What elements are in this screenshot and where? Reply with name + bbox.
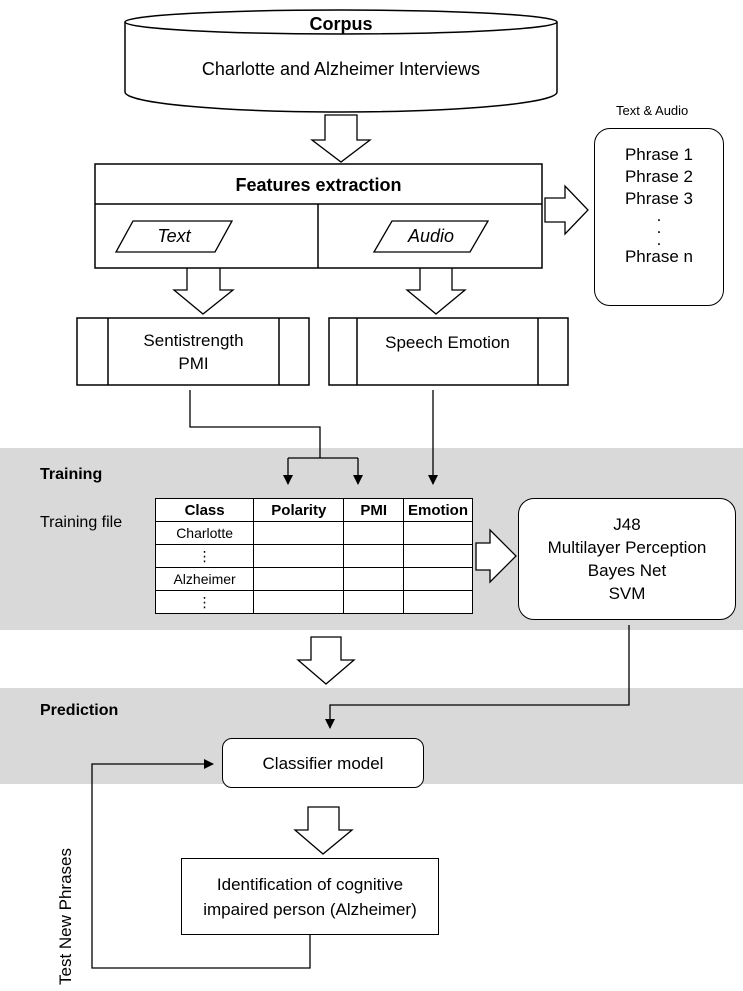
block-arrow-model-down xyxy=(293,806,354,855)
training-label: Training xyxy=(40,466,103,483)
classifier-model-label: Classifier model xyxy=(262,753,384,773)
audio-parallelogram xyxy=(372,220,490,253)
block-arrow-right-phrases xyxy=(544,184,589,236)
classifier-multilayer: Multilayer Perception xyxy=(547,538,707,557)
row-class-charlotte: Charlotte xyxy=(154,521,255,545)
identification-line-2: impaired person (Alzheimer) xyxy=(203,899,417,919)
table-header-row: Class Polarity PMI Emotion xyxy=(154,498,473,522)
col-polarity: Polarity xyxy=(253,498,345,522)
phrase-n: Phrase n xyxy=(624,247,694,266)
identification-box: Identification of cognitive impaired per… xyxy=(181,858,439,935)
block-arrow-audio-down xyxy=(405,266,467,315)
table-row: Alzheimer xyxy=(154,567,473,591)
row-class-ellipsis-1: ⋮ xyxy=(154,544,255,568)
speech-emotion-box xyxy=(328,317,569,386)
classifier-j48: J48 xyxy=(613,515,641,534)
phrase-dot-1: . xyxy=(656,206,662,225)
text-parallelogram xyxy=(114,220,234,253)
connector-sentistrength xyxy=(189,390,321,458)
connector-classifiers-model xyxy=(325,625,630,729)
pmi-label: PMI xyxy=(178,354,209,373)
classifier-svm: SVM xyxy=(608,584,646,603)
corpus-subtitle: Charlotte and Alzheimer Interviews xyxy=(201,59,481,79)
table-row: ⋮ xyxy=(154,544,473,568)
col-class: Class xyxy=(154,498,255,522)
block-arrow-train-down xyxy=(296,636,356,685)
phrase-dot-2: . xyxy=(656,218,662,237)
classifier-bayes-net: Bayes Net xyxy=(587,561,667,580)
row-class-alzheimer: Alzheimer xyxy=(154,567,255,591)
row-class-ellipsis-2: ⋮ xyxy=(154,590,255,614)
phrases-heading: Text & Audio xyxy=(616,103,689,118)
identification-line-1: Identification of cognitive xyxy=(216,874,404,894)
block-arrow-corpus-down xyxy=(310,114,372,163)
features-extraction-title: Features extraction xyxy=(235,175,402,195)
phrases-box: Phrase 1 Phrase 2 Phrase 3 . . . Phrase … xyxy=(594,128,724,306)
feedback-loop xyxy=(91,759,311,969)
table-row: Charlotte xyxy=(154,521,473,545)
classifiers-box: J48 Multilayer Perception Bayes Net SVM xyxy=(518,498,736,620)
sentistrength-label: Sentistrength xyxy=(143,331,244,350)
audio-label: Audio xyxy=(407,226,455,246)
prediction-label: Prediction xyxy=(40,702,119,719)
phrase-3: Phrase 3 xyxy=(624,189,694,208)
corpus-title: Corpus xyxy=(309,14,373,34)
block-arrow-text-down xyxy=(172,266,235,315)
block-arrow-table-right xyxy=(475,528,517,584)
phrase-2: Phrase 2 xyxy=(624,167,694,186)
training-file-table: Class Polarity PMI Emotion Charlotte ⋮ A… xyxy=(154,498,473,614)
sentistrength-text: Sentistrength PMI xyxy=(108,329,279,375)
phrase-1: Phrase 1 xyxy=(624,145,694,164)
classifier-model-box: Classifier model xyxy=(222,738,424,788)
col-pmi: PMI xyxy=(343,498,404,522)
phrase-dot-3: . xyxy=(656,230,662,249)
training-file-label: Training file xyxy=(40,514,123,531)
table-row: ⋮ xyxy=(154,590,473,614)
text-label: Text xyxy=(157,226,191,246)
test-new-phrases-label: Test New Phrases xyxy=(56,848,75,985)
sentistrength-box xyxy=(76,317,310,386)
col-emotion: Emotion xyxy=(403,498,473,522)
speech-emotion-label: Speech Emotion xyxy=(385,333,510,352)
corpus-cylinder xyxy=(124,9,558,113)
